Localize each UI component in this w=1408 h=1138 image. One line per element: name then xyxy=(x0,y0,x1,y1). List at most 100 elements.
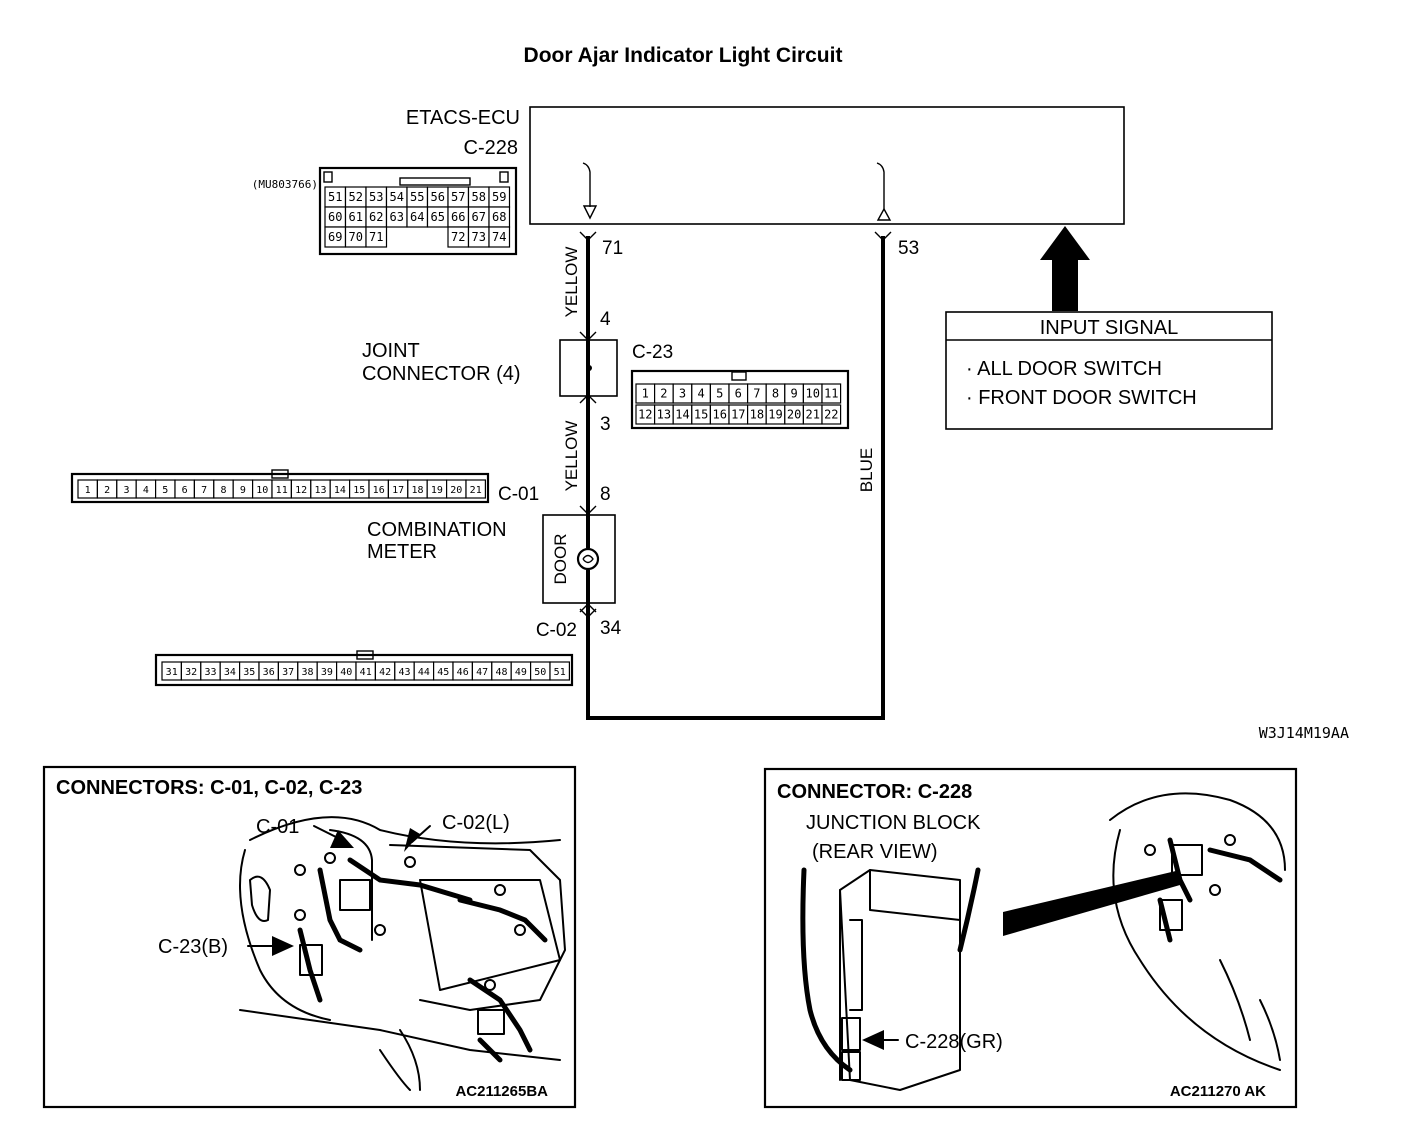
wire-color-yellow-upper: YELLOW xyxy=(562,247,581,318)
svg-text:15: 15 xyxy=(353,485,365,496)
c02-pin-40: 40 xyxy=(336,661,357,681)
c23-pin-14: 14 xyxy=(672,404,693,425)
svg-text:58: 58 xyxy=(472,190,486,204)
c228-pin-60: 60 xyxy=(324,206,347,228)
svg-text:35: 35 xyxy=(243,667,255,678)
svg-text:44: 44 xyxy=(418,667,430,678)
c01-pin-8: 8 xyxy=(213,479,234,499)
c02-pin-42: 42 xyxy=(374,661,396,681)
c228-pin-58: 58 xyxy=(467,186,490,208)
c02-pin-49: 49 xyxy=(510,661,532,681)
svg-text:14: 14 xyxy=(675,408,689,422)
c01-pin-14: 14 xyxy=(329,479,351,499)
svg-text:33: 33 xyxy=(204,667,216,678)
etacs-ecu: ETACS-ECU C-228 xyxy=(406,106,1125,225)
ecu-connector-label: C-228 xyxy=(464,137,518,159)
c228-pin-68: 68 xyxy=(488,206,511,228)
svg-text:8: 8 xyxy=(772,387,779,401)
svg-text:12: 12 xyxy=(295,485,307,496)
c01-pin-18: 18 xyxy=(407,479,428,499)
c02-pin-34: 34 xyxy=(219,661,241,681)
c01-pin-2: 2 xyxy=(96,479,118,499)
svg-text:31: 31 xyxy=(166,667,178,678)
c23-pin-3: 3 xyxy=(672,383,693,404)
c228-pin-70: 70 xyxy=(344,226,367,248)
svg-text:13: 13 xyxy=(314,485,326,496)
svg-text:9: 9 xyxy=(240,485,246,496)
combination-meter-label-2: METER xyxy=(367,541,437,563)
wire-color-yellow-lower: YELLOW xyxy=(562,421,581,492)
c02-pin-35: 35 xyxy=(239,661,260,681)
c23-pin-8: 8 xyxy=(765,383,786,404)
c228-pin-57: 57 xyxy=(447,186,470,208)
c01-pin-1: 1 xyxy=(77,479,98,499)
svg-text:67: 67 xyxy=(472,210,486,224)
ecu-name: ETACS-ECU xyxy=(406,107,520,129)
svg-text:16: 16 xyxy=(373,485,385,496)
diagram-title: Door Ajar Indicator Light Circuit xyxy=(524,44,843,67)
c23-pin-9: 9 xyxy=(784,383,804,404)
c23-pin-11: 11 xyxy=(821,383,842,404)
input-signal-item-2: · FRONT DOOR SWITCH xyxy=(966,387,1197,409)
svg-text:38: 38 xyxy=(301,667,313,678)
c23-pin-20: 20 xyxy=(784,404,804,425)
svg-text:66: 66 xyxy=(451,210,465,224)
svg-text:16: 16 xyxy=(712,408,726,422)
dashboard-illustration-left xyxy=(239,816,566,1091)
svg-text:19: 19 xyxy=(431,485,443,496)
c228-pin-52: 52 xyxy=(344,186,367,208)
c02-pin-33: 33 xyxy=(200,661,221,681)
svg-text:3: 3 xyxy=(123,485,129,496)
inset-right-sub-2: (REAR VIEW) xyxy=(812,841,938,863)
c23-pin-21: 21 xyxy=(802,404,823,425)
svg-text:70: 70 xyxy=(349,230,363,244)
svg-text:73: 73 xyxy=(472,230,486,244)
svg-text:2: 2 xyxy=(660,387,667,401)
svg-text:10: 10 xyxy=(256,485,268,496)
svg-text:7: 7 xyxy=(201,485,207,496)
c01-pin-16: 16 xyxy=(368,479,389,499)
svg-text:2: 2 xyxy=(104,485,110,496)
pin-3: 3 xyxy=(600,414,611,435)
svg-text:36: 36 xyxy=(263,667,275,678)
c228-pin-71: 71 xyxy=(365,226,388,248)
c02-pin-47: 47 xyxy=(471,661,493,681)
svg-text:14: 14 xyxy=(334,485,346,496)
c01-pin-19: 19 xyxy=(426,479,448,499)
svg-text:55: 55 xyxy=(410,190,424,204)
wire-harness xyxy=(579,231,892,720)
combination-meter: DOOR COMBINATION METER C-01 C-02 xyxy=(367,484,616,641)
svg-text:45: 45 xyxy=(437,667,449,678)
c23-pin-4: 4 xyxy=(691,383,711,404)
svg-text:56: 56 xyxy=(431,190,445,204)
svg-text:1: 1 xyxy=(642,387,649,401)
inset-connector-c228: CONNECTOR: C-228 JUNCTION BLOCK (REAR VI… xyxy=(763,767,1298,1109)
c02-pin-50: 50 xyxy=(529,661,551,681)
c01-pin-4: 4 xyxy=(135,479,157,499)
svg-text:51: 51 xyxy=(554,667,566,678)
c02-pin-51: 51 xyxy=(549,661,570,681)
c01-pin-13: 13 xyxy=(310,479,331,499)
svg-text:32: 32 xyxy=(185,667,197,678)
c228-pin-53: 53 xyxy=(365,186,388,208)
inset-right-code: AC211270 AK xyxy=(1170,1083,1266,1100)
c02-pin-44: 44 xyxy=(413,661,435,681)
svg-text:49: 49 xyxy=(515,667,527,678)
svg-text:42: 42 xyxy=(379,667,391,678)
inset-right-title: CONNECTOR: C-228 xyxy=(777,781,972,803)
svg-text:4: 4 xyxy=(143,485,149,496)
c02-pin-39: 39 xyxy=(316,661,338,681)
svg-text:61: 61 xyxy=(349,210,363,224)
svg-text:21: 21 xyxy=(805,408,819,422)
c23-pin-5: 5 xyxy=(709,383,730,404)
svg-text:20: 20 xyxy=(787,408,801,422)
combination-meter-label-1: COMBINATION xyxy=(367,519,507,541)
c01-pin-12: 12 xyxy=(290,479,312,499)
svg-text:11: 11 xyxy=(276,485,288,496)
c23-pin-15: 15 xyxy=(691,404,711,425)
c228-pin-69: 69 xyxy=(324,226,347,248)
c02-pin-31: 31 xyxy=(161,661,182,681)
